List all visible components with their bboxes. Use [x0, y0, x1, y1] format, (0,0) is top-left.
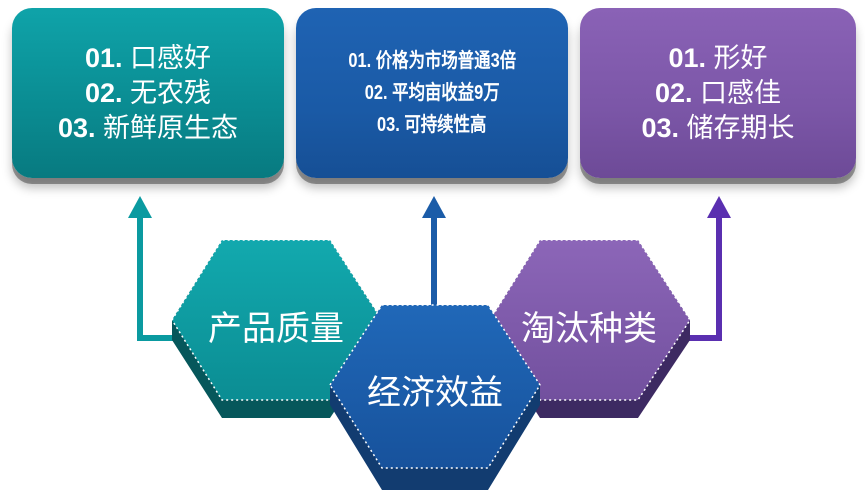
- box-line: 01. 价格为市场普通3倍: [348, 45, 516, 77]
- box-line: 03. 可持续性高: [377, 109, 486, 141]
- box-line: 02. 口感佳: [655, 76, 781, 111]
- economic-benefit-box: 01. 价格为市场普通3倍 02. 平均亩收益9万 03. 可持续性高: [296, 8, 568, 178]
- item-number: 02.: [84, 77, 123, 108]
- product-quality-hexagon: 产品质量: [171, 239, 383, 418]
- item-text: 储存期长: [686, 112, 795, 143]
- eliminate-varieties-label: 淘汰种类: [521, 309, 657, 349]
- eliminate-varieties-box: 01. 形好 02. 口感佳 03. 储存期长: [580, 8, 856, 178]
- economic-benefit-hexagon: 经济效益: [329, 304, 541, 490]
- item-number: 02.: [364, 82, 388, 104]
- right-arrow: [685, 196, 731, 341]
- item-number: 01.: [348, 50, 371, 72]
- item-number: 03.: [641, 112, 680, 143]
- item-text: 形好: [713, 42, 768, 73]
- item-text: 无农残: [130, 77, 212, 108]
- item-number: 03.: [377, 114, 401, 136]
- left-arrow: [128, 196, 182, 341]
- eliminate-varieties-hexagon: 淘汰种类: [489, 239, 691, 418]
- item-text: 口感佳: [700, 77, 782, 108]
- item-text: 口感好: [130, 42, 212, 73]
- item-number: 01.: [84, 42, 123, 73]
- item-text: 价格为市场普通3倍: [375, 50, 516, 72]
- product-quality-box: 01. 口感好 02. 无农残 03. 新鲜原生态: [12, 8, 284, 178]
- economic-benefit-label: 经济效益: [367, 373, 503, 413]
- item-text: 平均亩收益9万: [391, 82, 500, 104]
- item-text: 新鲜原生态: [103, 112, 239, 143]
- item-text: 可持续性高: [404, 114, 487, 136]
- box-line: 01. 形好: [668, 41, 767, 76]
- item-number: 03.: [57, 112, 96, 143]
- box-line: 03. 储存期长: [641, 111, 794, 146]
- item-number: 01.: [668, 42, 707, 73]
- item-number: 02.: [654, 77, 693, 108]
- box-line: 02. 平均亩收益9万: [365, 77, 500, 109]
- product-quality-label: 产品质量: [208, 309, 344, 349]
- box-line: 01. 口感好: [85, 41, 211, 76]
- box-line: 02. 无农残: [85, 76, 211, 111]
- box-line: 03. 新鲜原生态: [58, 111, 238, 146]
